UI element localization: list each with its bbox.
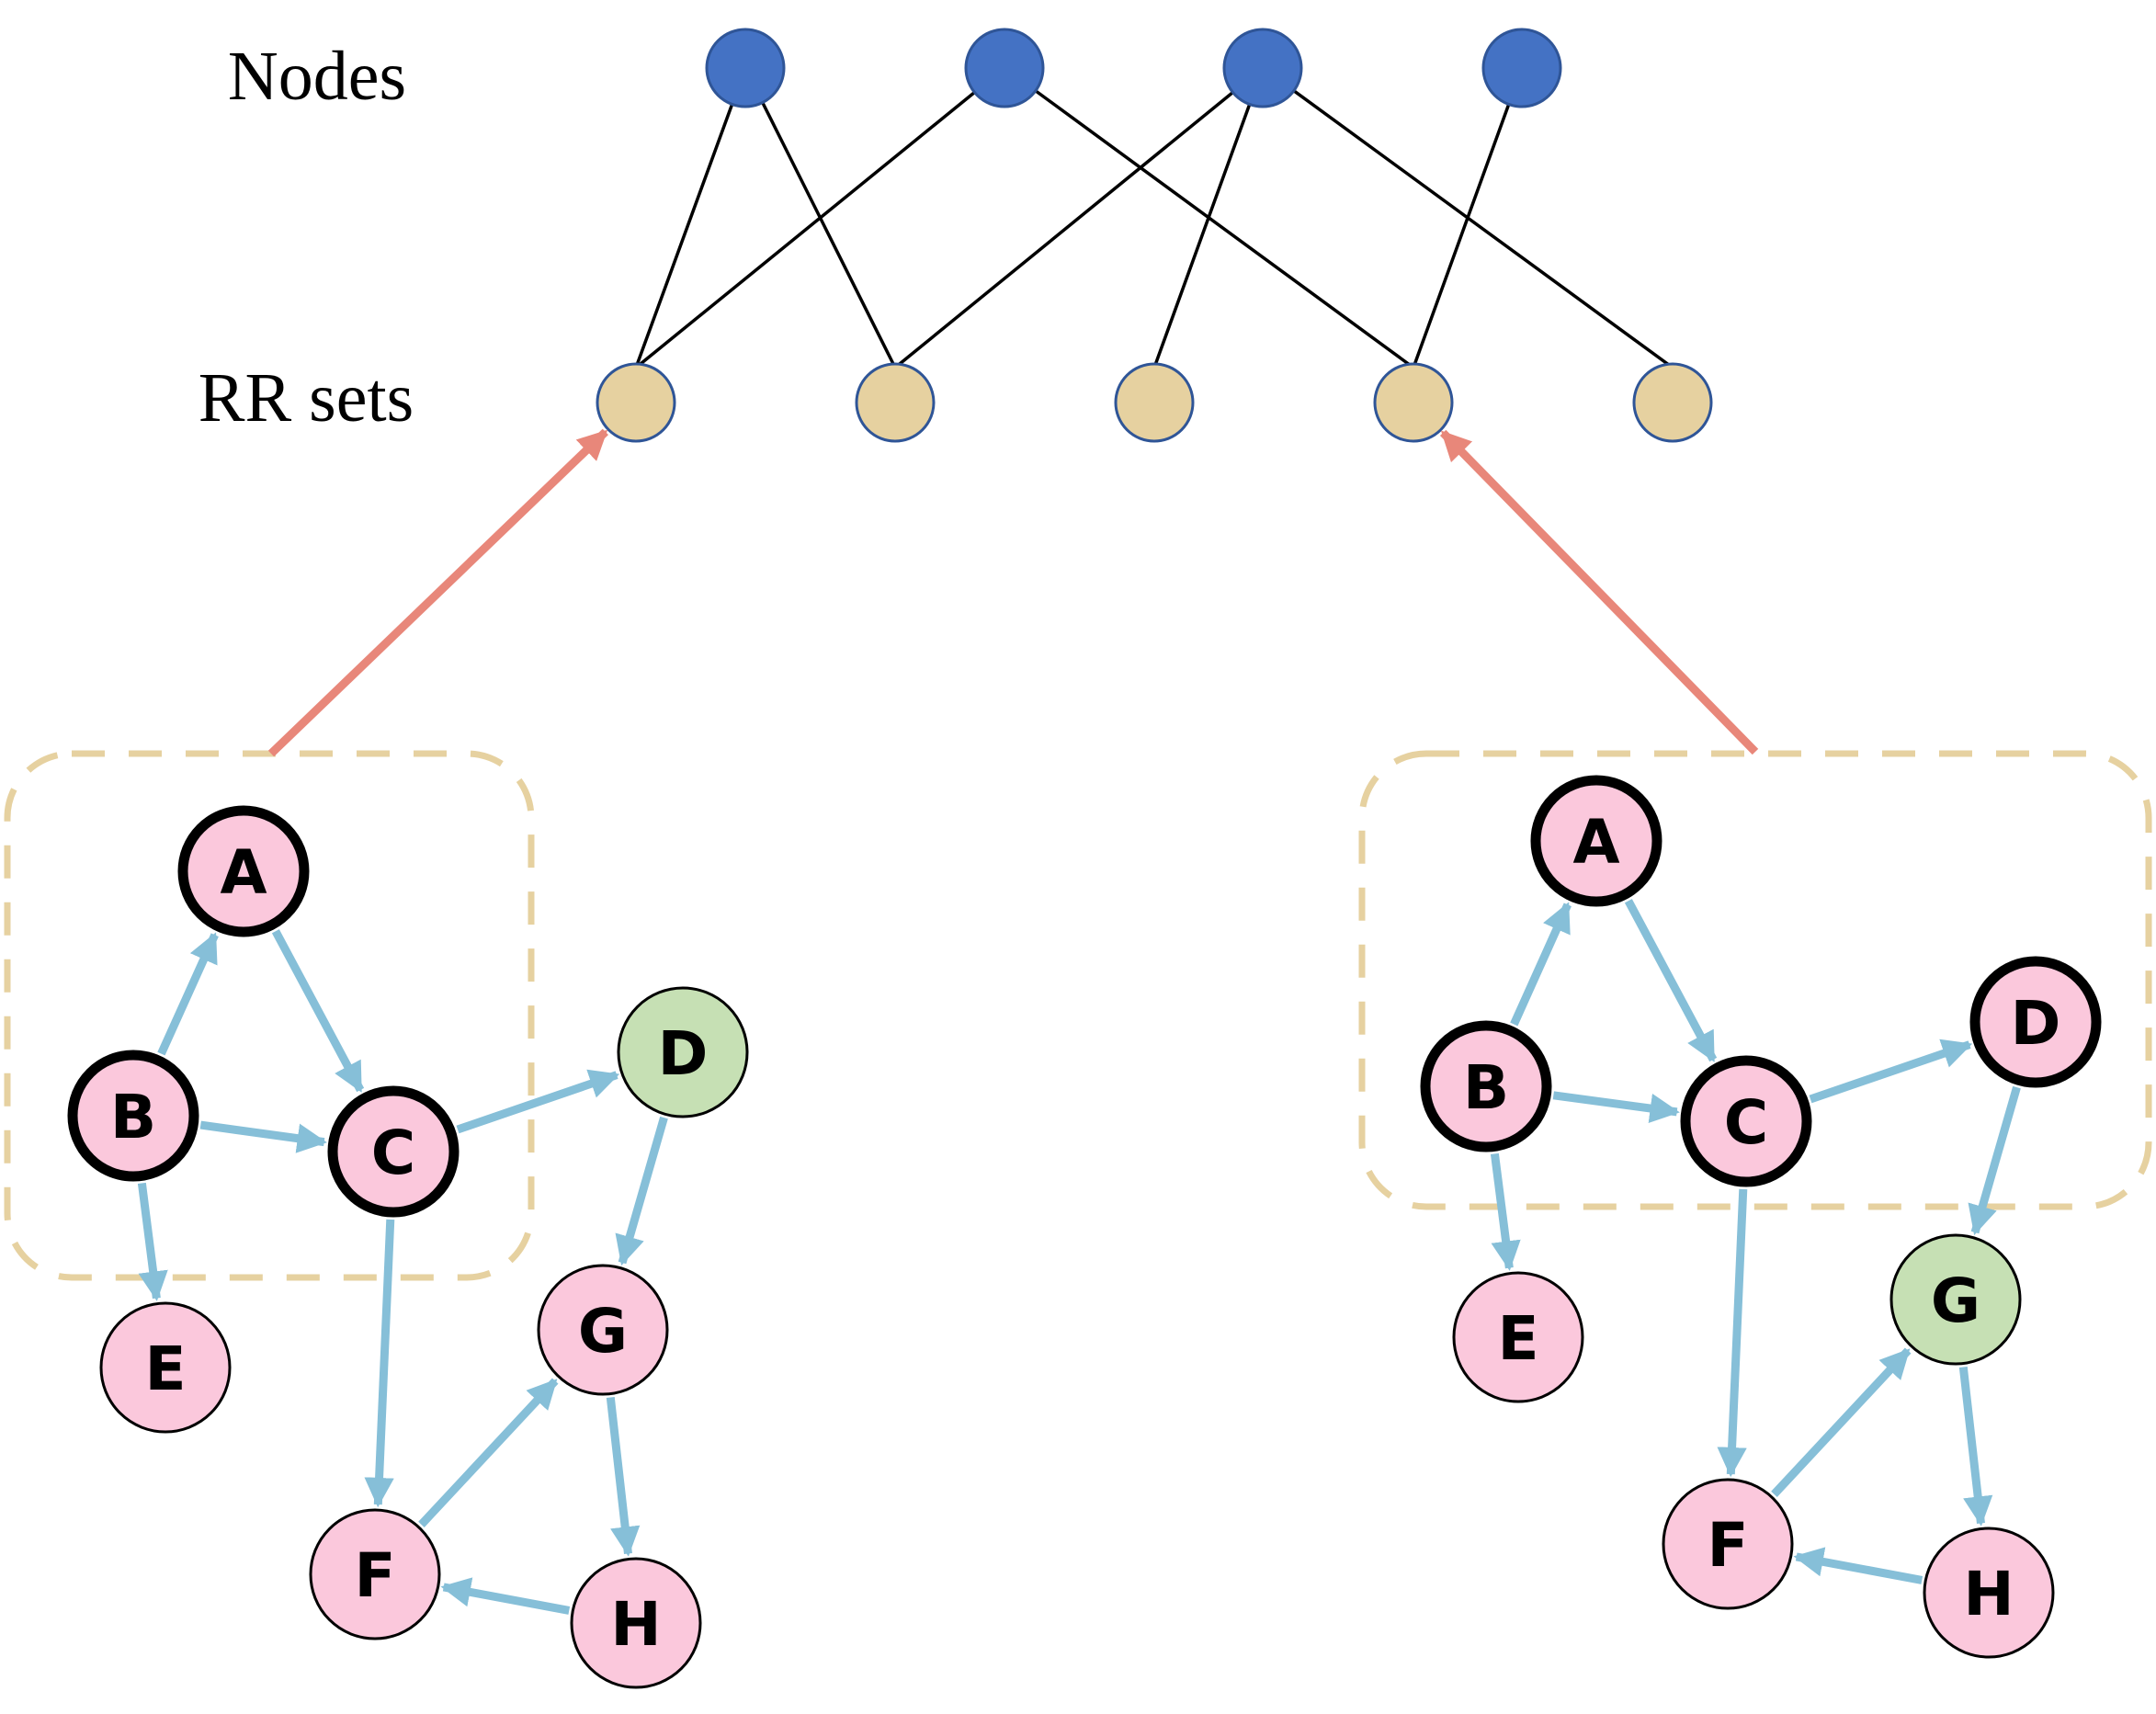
edge-left-A-C [271, 929, 365, 1093]
graph-node-label: F [1707, 1510, 1748, 1581]
graph-node-circle [327, 1085, 460, 1218]
edge-right-B-A [1510, 902, 1572, 1027]
graph-node-left-E: E [99, 1301, 232, 1434]
graph-right: A B C D E F G H [1420, 775, 2102, 1659]
edge-right-B-E [1490, 1152, 1521, 1271]
graph-node-circle [177, 805, 310, 937]
rr-set-circle-2 [855, 362, 936, 443]
edge-left-B-E [137, 1182, 168, 1301]
graph-node-circle [1420, 1020, 1552, 1152]
graph-node-label: B [110, 1082, 156, 1152]
bipartite-nodes [596, 28, 1713, 443]
graph-node-right-C: C [1680, 1055, 1812, 1187]
node-circle-3 [1222, 28, 1303, 108]
edge-right-C-D [1809, 1039, 1973, 1104]
bipartite-edge-n3-r2 [893, 66, 1265, 369]
graph-node-right-A: A [1530, 775, 1662, 907]
graph-node-circle [1530, 775, 1662, 907]
rr-set-box-left [4, 750, 535, 1281]
rr-set-boxes [4, 750, 2152, 1281]
rr-set-circle-4 [1373, 362, 1454, 443]
edge-left-B-C [199, 1120, 327, 1153]
edge-right-G-H [1958, 1367, 1993, 1527]
graph-node-label: A [220, 837, 267, 908]
edges-right [1490, 899, 2021, 1584]
graph-node-left-C: C [327, 1085, 460, 1218]
rr-set-box-right [1358, 750, 2152, 1210]
graph-node-left-D: D [617, 986, 749, 1118]
graph-node-label: E [144, 1334, 186, 1404]
rr-sets-row-label: RR sets [199, 359, 414, 437]
edge-right-D-G [1968, 1085, 2021, 1236]
graph-node-label: B [1463, 1052, 1509, 1123]
edge-left-C-D [456, 1069, 620, 1134]
graph-node-left-F: F [309, 1508, 441, 1640]
graph-node-right-F: F [1662, 1478, 1794, 1610]
graph-left: A B C D E F G H [67, 805, 749, 1689]
graph-node-label: A [1572, 807, 1619, 878]
edge-left-D-G [615, 1116, 668, 1266]
edge-left-C-F [364, 1219, 395, 1508]
graph-node-circle [1452, 1271, 1584, 1403]
bipartite-edges [634, 66, 1674, 369]
graph-node-label: D [658, 1018, 709, 1089]
graph-node-circle [1969, 956, 2102, 1088]
bipartite-edge-n4-r4 [1412, 67, 1524, 369]
graph-node-circle [617, 986, 749, 1118]
graph-node-label: C [371, 1118, 415, 1188]
graph-node-label: H [610, 1589, 661, 1660]
rr-set-circle-5 [1632, 362, 1713, 443]
bipartite-edge-n3-r3 [1152, 67, 1265, 369]
node-circle-2 [964, 28, 1045, 108]
graph-node-circle [1889, 1233, 2022, 1366]
graph-node-left-B: B [67, 1050, 199, 1182]
graph-node-label: G [1931, 1266, 1980, 1336]
edge-left-F-G [418, 1378, 559, 1527]
graph-node-left-H: H [570, 1557, 702, 1689]
graph-node-label: G [578, 1296, 628, 1367]
bipartite-edge-n1-r1 [634, 67, 747, 369]
graph-node-left-A: A [177, 805, 310, 937]
node-circle-1 [705, 28, 786, 108]
rr-set-circle-1 [596, 362, 676, 443]
graph-node-circle [570, 1557, 702, 1689]
generation-arrows [267, 428, 1759, 757]
generation-arrow-left [267, 428, 608, 757]
graph-node-circle [99, 1301, 232, 1434]
graph-node-circle [1680, 1055, 1812, 1187]
edges-left [137, 929, 668, 1615]
edge-right-B-C [1552, 1091, 1680, 1124]
graph-node-circle [1662, 1478, 1794, 1610]
graph-node-right-B: B [1420, 1020, 1552, 1152]
graph-node-label: E [1497, 1303, 1538, 1374]
edge-right-A-C [1624, 899, 1718, 1062]
graph-node-label: C [1724, 1087, 1768, 1158]
bipartite-edge-n2-r1 [634, 66, 1006, 369]
graph-node-label: F [354, 1540, 395, 1611]
graph-node-label: D [2011, 988, 2061, 1059]
graph-node-right-D: D [1969, 956, 2102, 1088]
graph-node-right-E: E [1452, 1271, 1584, 1403]
edge-left-G-H [606, 1397, 641, 1557]
graph-node-circle [537, 1264, 669, 1396]
edge-right-H-F [1793, 1547, 1923, 1584]
graph-node-circle [309, 1508, 441, 1640]
edge-left-B-A [157, 932, 219, 1056]
graph-node-label: H [1963, 1559, 2014, 1629]
generation-arrow-right [1439, 429, 1759, 755]
graph-node-circle [1923, 1527, 2055, 1659]
edge-left-H-F [440, 1577, 571, 1615]
node-circle-4 [1481, 28, 1562, 108]
edge-right-F-G [1771, 1347, 1912, 1497]
rr-set-circle-3 [1114, 362, 1195, 443]
graph-node-circle [67, 1050, 199, 1182]
graph-node-left-G: G [537, 1264, 669, 1396]
nodes-row-label: Nodes [228, 38, 406, 115]
edge-right-C-F [1717, 1188, 1748, 1478]
graph-node-right-G: G [1889, 1233, 2022, 1366]
graph-node-right-H: H [1923, 1527, 2055, 1659]
